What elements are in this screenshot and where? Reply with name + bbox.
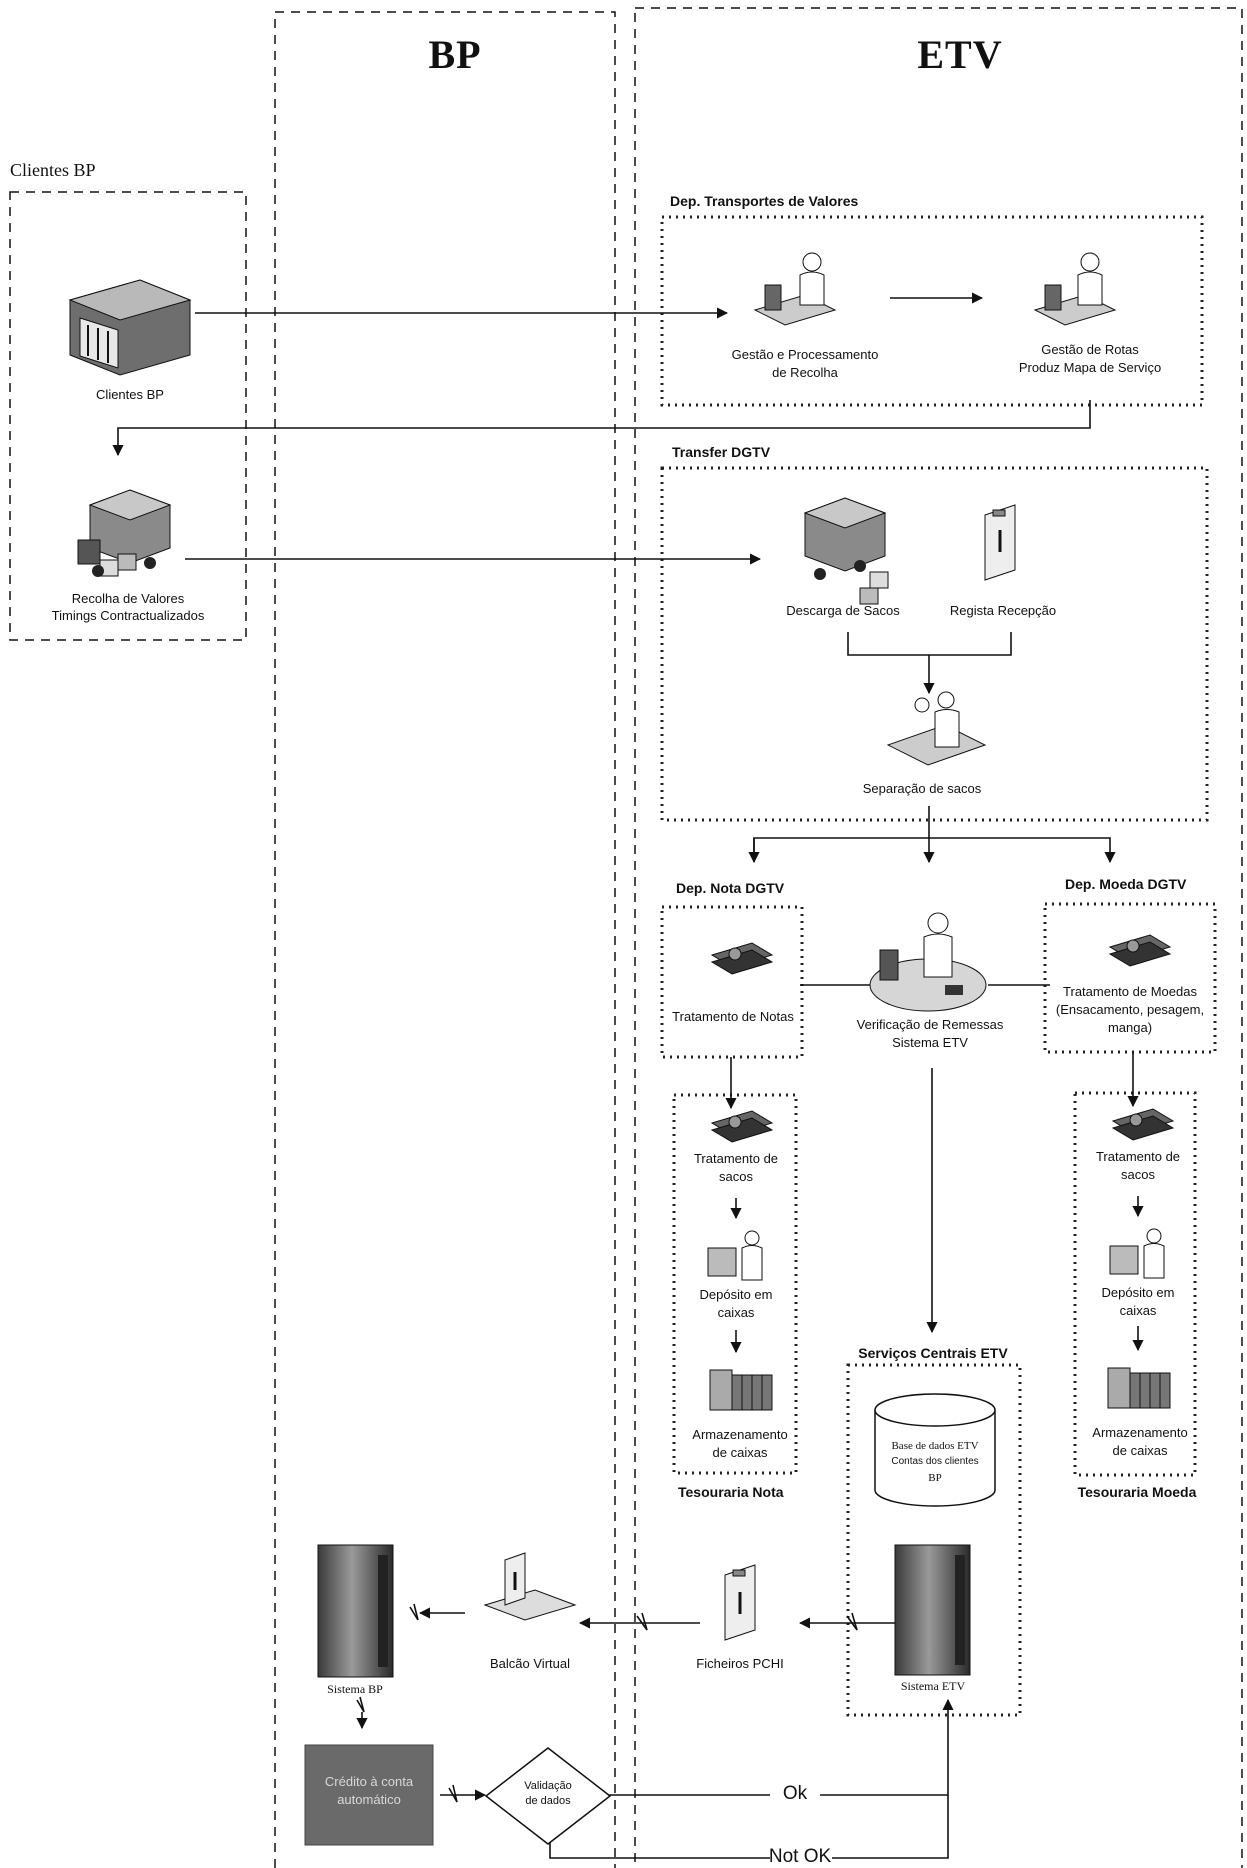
tn-tratamento-sacos-line2: sacos (719, 1169, 753, 1184)
verification-desk-icon (869, 912, 987, 1012)
lane-title-bp: BP (428, 32, 482, 77)
money-stack-icon (1108, 934, 1172, 967)
tn-armazenamento-line1: Armazenamento (692, 1427, 788, 1442)
tn-armazenamento-line2: de caixas (712, 1445, 768, 1460)
tesouraria-moeda-title: Tesouraria Moeda (1077, 1484, 1197, 1500)
tm-armazenamento-line1: Armazenamento (1092, 1425, 1188, 1440)
truck-icon (803, 497, 889, 605)
tratamento-moedas-line1: Tratamento de Moedas (1063, 984, 1197, 999)
lane-title-etv: ETV (917, 32, 1003, 77)
dtv-box (660, 215, 1204, 407)
gestao-processamento-line1: Gestão e Processamento (731, 347, 879, 362)
validacao-line2: de dados (525, 1795, 571, 1807)
recolha-label-line1: Recolha de Valores (71, 591, 185, 606)
tesouraria-nota-box (672, 1093, 798, 1475)
verificacao-line1: Verificação de Remessas (856, 1017, 1004, 1032)
registo-label: Regista Recepção (949, 603, 1057, 618)
tesouraria-moeda-box (1073, 1091, 1197, 1477)
validacao-diamond (484, 1747, 612, 1845)
money-stack-icon (710, 1110, 774, 1143)
credito-box (304, 1744, 434, 1846)
deposit-operator-icon (1109, 1228, 1165, 1279)
tratamento-notas-label: Tratamento de Notas (672, 1009, 794, 1024)
clientes-group-box (9, 191, 247, 641)
transfer-box (660, 466, 1209, 822)
document-file-icon (724, 1564, 756, 1641)
database-icon (874, 1393, 996, 1507)
balcao-label: Balcão Virtual (490, 1656, 570, 1671)
clientes-node-label: Clientes BP (96, 387, 164, 402)
gestao-rotas-line1: Gestão de Rotas (1041, 342, 1139, 357)
not-ok-label: Not OK (768, 1846, 832, 1867)
gestao-rotas-line2: Produz Mapa de Serviço (1018, 360, 1162, 375)
sorting-people-icon (886, 691, 987, 766)
tratamento-moedas-line3: manga) (1107, 1020, 1153, 1035)
document-receipt-icon (984, 504, 1016, 581)
separacao-label: Separação de sacos (862, 781, 982, 796)
clientes-group-title: Clientes BP (10, 160, 96, 180)
tm-deposito-line2: caixas (1119, 1303, 1157, 1318)
bank-building-icon (68, 279, 192, 376)
credito-line2: automático (337, 1792, 401, 1807)
nota-title: Dep. Nota DGTV (676, 880, 785, 896)
truck-icon (77, 489, 172, 577)
tm-deposito-line1: Depósito em (1101, 1285, 1175, 1300)
servicos-box (846, 1363, 1022, 1717)
recolha-label-line2: Timings Contractualizados (51, 608, 205, 623)
verificacao-line2: Sistema ETV (892, 1035, 968, 1050)
tn-tratamento-sacos-line1: Tratamento de (693, 1151, 779, 1166)
operator-workstation-icon (753, 252, 837, 326)
server-etv-icon (894, 1544, 971, 1676)
tm-tratamento-sacos-line2: sacos (1121, 1167, 1155, 1182)
db-line1: Base de dados ETV (891, 1440, 979, 1452)
db-line3: BP (928, 1472, 942, 1484)
lane-bp (274, 11, 616, 1868)
gestao-processamento-line2: de Recolha (772, 365, 838, 380)
virtual-counter-icon (483, 1552, 577, 1621)
servicos-title: Serviços Centrais ETV (858, 1345, 1008, 1361)
ok-label: Ok (782, 1783, 808, 1804)
tn-deposito-line2: caixas (717, 1305, 755, 1320)
descarga-label: Descarga de Sacos (786, 603, 900, 618)
deposit-operator-icon (707, 1230, 763, 1281)
sistema-etv-label: Sistema ETV (900, 1679, 966, 1693)
operator-workstation-icon (1033, 252, 1117, 326)
storage-cabinet-icon (1107, 1367, 1171, 1409)
tn-deposito-line1: Depósito em (699, 1287, 773, 1302)
dtv-title: Dep. Transportes de Valores (670, 193, 859, 209)
transfer-title: Transfer DGTV (672, 444, 771, 460)
validacao-line1: Validação (524, 1780, 572, 1792)
storage-cabinet-icon (709, 1369, 773, 1411)
ficheiros-label: Ficheiros PCHI (696, 1656, 784, 1671)
lane-etv (634, 7, 1243, 1868)
money-stack-icon (1111, 1108, 1175, 1141)
tm-tratamento-sacos-line1: Tratamento de (1095, 1149, 1181, 1164)
db-line2: Contas dos clientes (891, 1456, 979, 1467)
sistema-bp-label: Sistema BP (327, 1682, 383, 1696)
moeda-title: Dep. Moeda DGTV (1065, 876, 1187, 892)
moeda-box (1043, 902, 1217, 1054)
tesouraria-nota-title: Tesouraria Nota (678, 1484, 784, 1500)
tm-armazenamento-line2: de caixas (1112, 1443, 1168, 1458)
money-stack-icon (710, 942, 774, 975)
server-bp-icon (317, 1544, 394, 1678)
credito-line1: Crédito à conta (324, 1774, 414, 1789)
tratamento-moedas-line2: (Ensacamento, pesagem, (1055, 1002, 1205, 1017)
nota-box (660, 905, 804, 1059)
